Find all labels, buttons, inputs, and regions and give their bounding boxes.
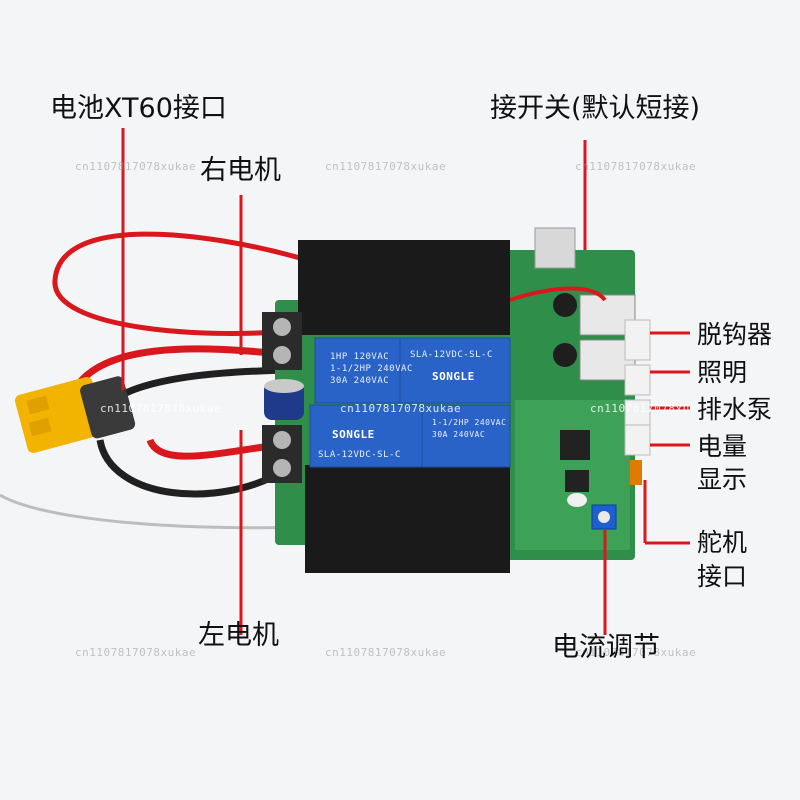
watermark: cn1107817078xukae: [325, 646, 447, 659]
relay-tl-text2: 1-1/2HP 240VAC: [330, 364, 413, 374]
black-left-wire: [96, 439, 287, 498]
relay-br-text1: 1-1/2HP 240VAC: [432, 418, 507, 427]
side-connectors: [624, 319, 651, 485]
label-right-motor: 右电机: [200, 155, 281, 186]
watermark: cn1107817078xukae: [575, 160, 697, 173]
label-current-adjust: 电流调节: [552, 632, 660, 663]
label-left-motor: 左电机: [198, 620, 279, 651]
relay-tr-brand: SONGLE: [432, 370, 475, 383]
capacitor: [264, 379, 304, 420]
watermark: cn1107817078xukae: [325, 160, 447, 173]
screw-terminals: [262, 312, 302, 483]
label-battery-display-2: 显示: [697, 465, 748, 494]
red-loop-wire: [52, 231, 301, 336]
watermark: cn1107817078xukae: [75, 646, 197, 659]
relay-bl-model: SLA-12VDC-SL-C: [318, 450, 401, 460]
relays: [309, 337, 511, 468]
label-switch: 接开关(默认短接): [490, 93, 701, 124]
label-servo-1: 舵机: [697, 528, 748, 557]
watermark: cn1107817078xukae: [575, 646, 697, 659]
relay-tl-text1: 1HP 120VAC: [330, 352, 390, 362]
ic-chip: [560, 430, 590, 460]
relay-tr-model: SLA-12VDC-SL-C: [410, 350, 493, 360]
label-battery-xt60: 电池XT60接口: [50, 93, 227, 124]
xt60-connector: [14, 376, 136, 453]
antenna-coil: [567, 493, 587, 507]
watermark: cn1107817078xukae: [340, 402, 462, 415]
label-battery-display-1: 电量: [697, 432, 748, 461]
ic-chip-2: [565, 470, 589, 492]
bottom-mosfet-block: [305, 465, 510, 573]
relay-bl-brand: SONGLE: [332, 428, 375, 441]
label-drain-pump: 排水泵: [697, 395, 773, 424]
watermark: cn1107817078xukae: [75, 160, 197, 173]
label-lighting: 照明: [697, 358, 748, 387]
relay-br-text2: 30A 240VAC: [432, 430, 486, 439]
top-mosfet-block: [298, 240, 510, 335]
label-servo-2: 接口: [697, 562, 748, 591]
watermark: cn1107817078xukae: [590, 402, 712, 415]
leader-lines: [121, 128, 690, 635]
red-switch-wire: [509, 286, 607, 302]
red-left-wire: [146, 438, 281, 460]
relay-tl-text3: 30A 240VAC: [330, 376, 390, 386]
label-unhook: 脱钩器: [697, 320, 773, 349]
watermark: cn1107817078xukae: [100, 402, 222, 415]
